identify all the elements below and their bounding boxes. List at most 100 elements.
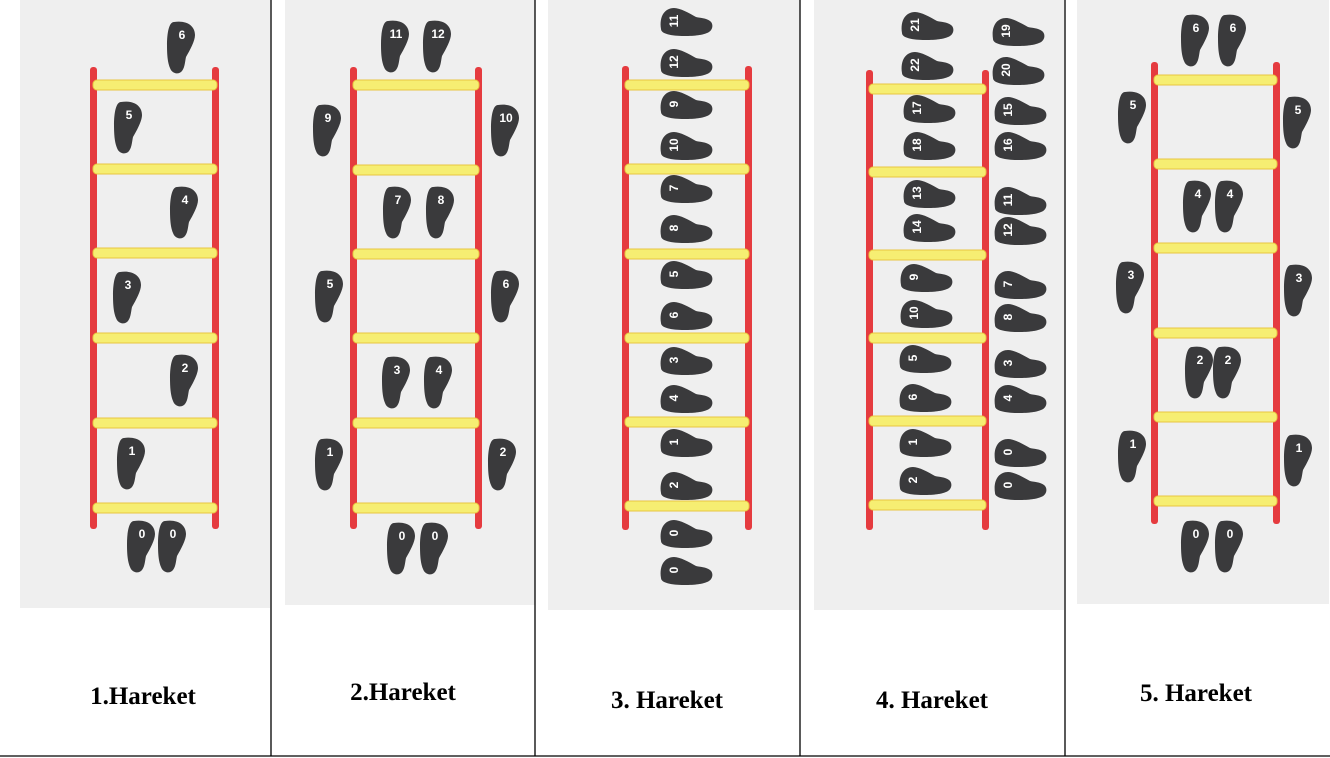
svg-text:1: 1 xyxy=(1296,441,1303,455)
footprint: 0 xyxy=(660,557,713,585)
svg-text:5: 5 xyxy=(1130,98,1137,112)
svg-text:2: 2 xyxy=(1225,353,1232,367)
footprint: 17 xyxy=(903,95,956,123)
footprint: 0 xyxy=(420,522,448,575)
footprint: 0 xyxy=(1181,520,1209,573)
footprint: 4 xyxy=(994,385,1047,413)
svg-text:16: 16 xyxy=(1001,138,1015,152)
svg-text:6: 6 xyxy=(179,28,186,42)
ladder-5-rung xyxy=(1153,158,1278,170)
svg-text:0: 0 xyxy=(667,529,681,536)
svg-text:10: 10 xyxy=(667,138,681,152)
panel-1-photo xyxy=(20,0,270,608)
svg-text:12: 12 xyxy=(667,55,681,69)
svg-text:0: 0 xyxy=(1193,527,1200,541)
footprint: 16 xyxy=(994,132,1047,160)
footprint: 0 xyxy=(660,520,713,548)
svg-text:21: 21 xyxy=(908,18,922,32)
caption-panel-2: 2.Hareket xyxy=(350,679,456,706)
footprint: 8 xyxy=(660,215,713,243)
footprint: 6 xyxy=(1181,14,1209,67)
footprint: 2 xyxy=(1185,346,1213,399)
svg-text:15: 15 xyxy=(1001,103,1015,117)
footprint: 22 xyxy=(901,52,954,80)
footprint: 21 xyxy=(901,12,954,40)
ladder-4-rung xyxy=(868,499,987,511)
svg-text:2: 2 xyxy=(182,361,189,375)
svg-text:3: 3 xyxy=(125,278,132,292)
svg-text:5: 5 xyxy=(327,277,334,291)
svg-text:6: 6 xyxy=(1193,21,1200,35)
svg-text:4: 4 xyxy=(1227,187,1234,201)
ladder-2-rung xyxy=(352,164,480,176)
footprint: 4 xyxy=(660,385,713,413)
svg-text:3: 3 xyxy=(667,356,681,363)
ladder-3-rung xyxy=(624,79,750,91)
footprint: 5 xyxy=(660,261,713,289)
panel-2-footprints: 11 12 9 10 7 8 5 6 3 4 1 2 0 0 xyxy=(313,20,519,575)
svg-text:3: 3 xyxy=(1128,268,1135,282)
svg-text:0: 0 xyxy=(399,529,406,543)
footprint: 3 xyxy=(660,347,713,375)
svg-text:14: 14 xyxy=(910,220,924,234)
footprint: 7 xyxy=(660,175,713,203)
footprint: 3 xyxy=(113,271,141,324)
ladder-1-rung xyxy=(92,332,218,344)
svg-text:13: 13 xyxy=(910,186,924,200)
svg-text:9: 9 xyxy=(907,273,921,280)
ladder-5-rail-left xyxy=(1151,62,1158,524)
ladder-5-rung xyxy=(1153,242,1278,254)
footprint: 2 xyxy=(488,438,516,491)
footprint: 1 xyxy=(315,438,343,491)
footprint: 0 xyxy=(994,439,1047,467)
svg-text:0: 0 xyxy=(432,529,439,543)
svg-text:2: 2 xyxy=(906,476,920,483)
caption-panel-4: 4. Hareket xyxy=(876,687,989,714)
svg-text:0: 0 xyxy=(1001,448,1015,455)
svg-text:18: 18 xyxy=(910,138,924,152)
svg-text:20: 20 xyxy=(999,63,1013,77)
svg-text:11: 11 xyxy=(390,27,403,41)
svg-text:10: 10 xyxy=(907,306,921,320)
footprint: 4 xyxy=(1215,180,1243,233)
ladder-3 xyxy=(622,66,752,530)
svg-text:7: 7 xyxy=(395,193,402,207)
footprint: 5 xyxy=(1283,96,1311,149)
ladder-1-rail-left xyxy=(90,67,97,529)
footprint: 0 xyxy=(1215,520,1243,573)
svg-text:0: 0 xyxy=(1001,481,1015,488)
footprint: 2 xyxy=(899,467,952,495)
caption-panel-1: 1.Hareket xyxy=(90,683,196,710)
ladder-3-rung xyxy=(624,163,750,175)
panel-1-footprints: 6 5 4 3 2 1 0 0 xyxy=(113,21,198,573)
footprint: 13 xyxy=(903,180,956,208)
ladder-1-rung xyxy=(92,247,218,259)
svg-text:6: 6 xyxy=(667,311,681,318)
footprint: 11 xyxy=(994,187,1047,215)
svg-text:5: 5 xyxy=(906,354,920,361)
captions: 1.Hareket 2.Hareket 3. Hareket 4. Hareke… xyxy=(90,679,1253,714)
ladder-2-rung xyxy=(352,79,480,91)
ladder-4-rung xyxy=(868,166,987,178)
footprint: 15 xyxy=(994,97,1047,125)
footprint: 6 xyxy=(660,302,713,330)
footprint: 11 xyxy=(381,20,409,73)
svg-text:5: 5 xyxy=(1295,103,1302,117)
footprint: 19 xyxy=(992,18,1045,46)
ladder-2-rung xyxy=(352,248,480,260)
svg-text:6: 6 xyxy=(503,277,510,291)
svg-text:3: 3 xyxy=(394,363,401,377)
svg-text:19: 19 xyxy=(999,24,1013,38)
svg-text:9: 9 xyxy=(325,111,332,125)
ladder-4-rung xyxy=(868,249,987,261)
footprint: 3 xyxy=(994,350,1047,378)
svg-text:2: 2 xyxy=(500,445,507,459)
ladder-5-rail-right xyxy=(1273,62,1280,524)
svg-text:4: 4 xyxy=(1001,394,1015,401)
ladder-4-rung xyxy=(868,332,987,344)
svg-text:0: 0 xyxy=(170,527,177,541)
footprint: 2 xyxy=(1213,346,1241,399)
svg-text:8: 8 xyxy=(438,193,445,207)
footprint: 5 xyxy=(899,345,952,373)
